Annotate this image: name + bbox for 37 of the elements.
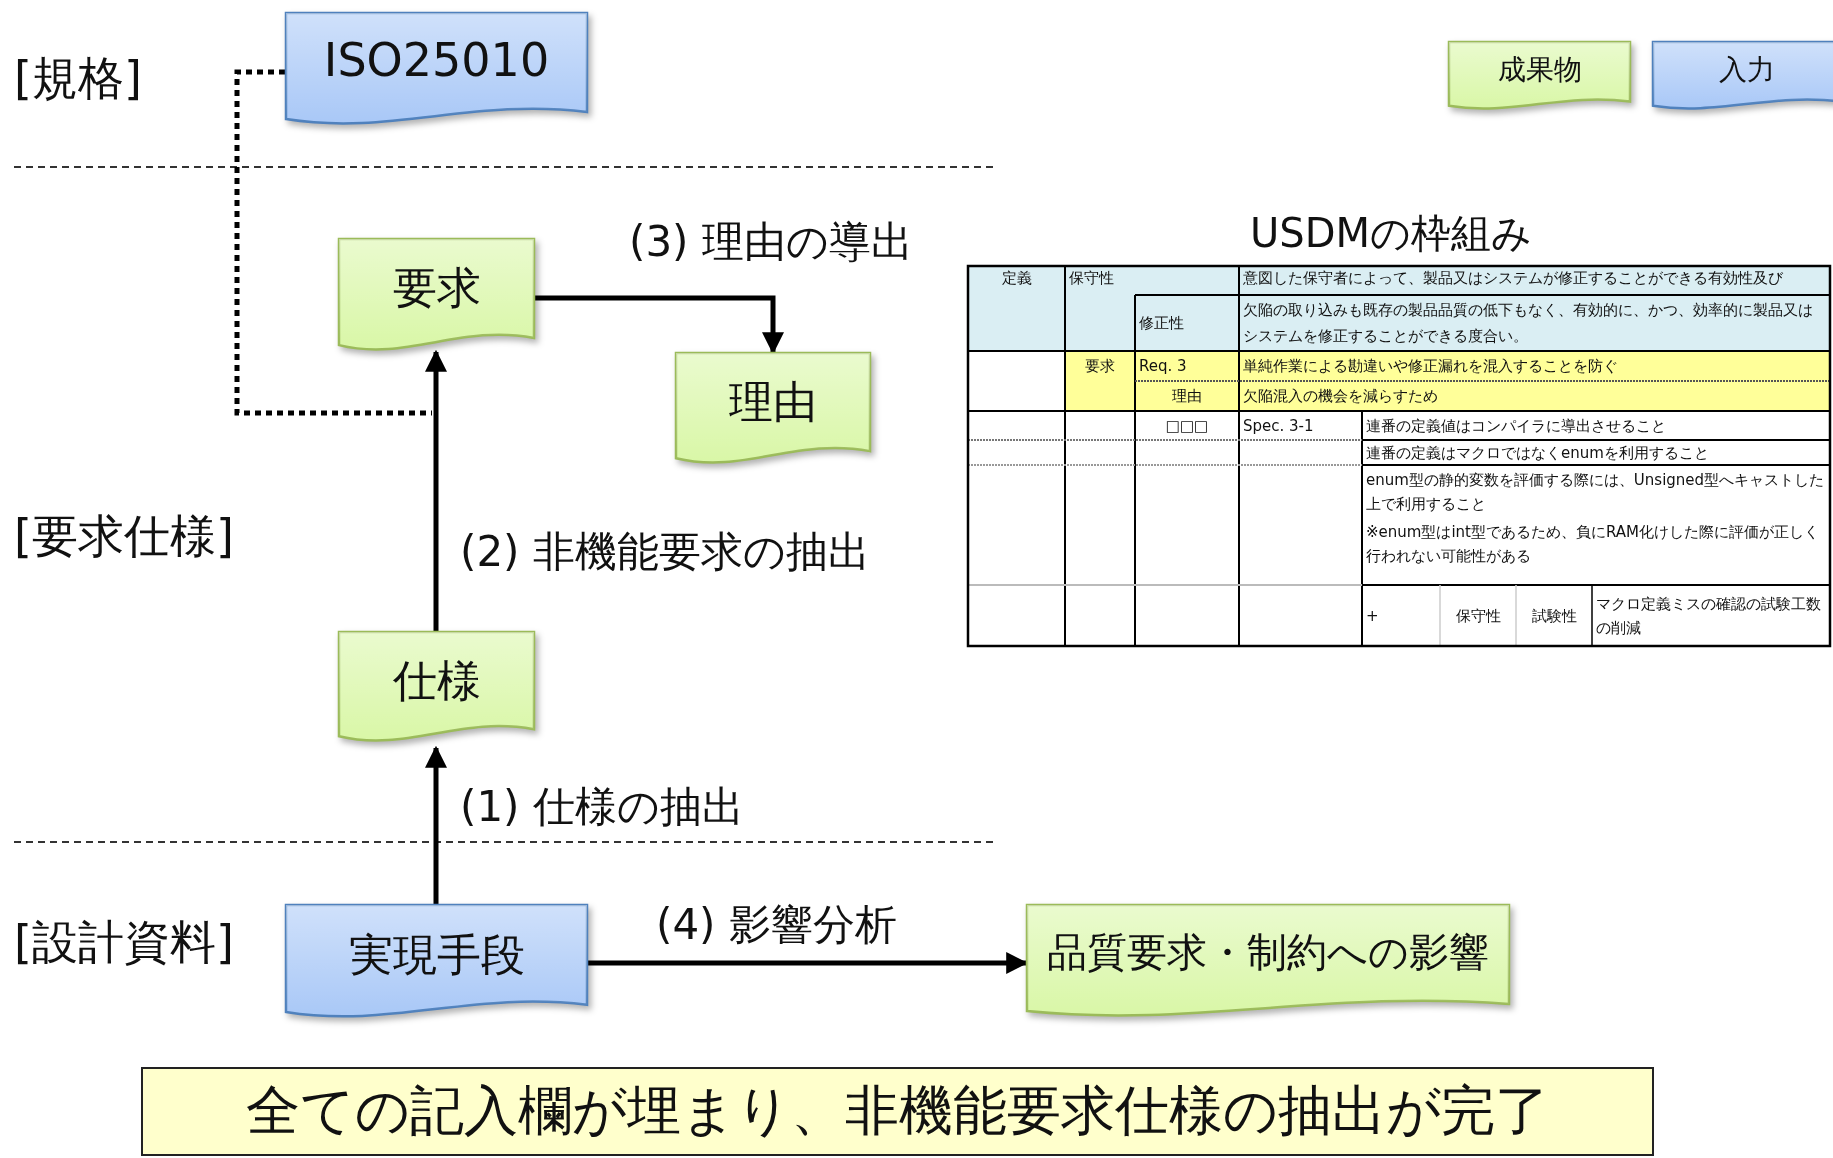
table-cell-text: マクロ定義ミスの確認の試験工数の削減 (1595, 593, 1822, 639)
table-cell-text: 試験性 (1530, 605, 1578, 627)
arrow (425, 745, 447, 904)
legend-text: 入力 (1719, 52, 1775, 88)
table-cell-text: 欠陥の取り込みも既存の製品品質の低下もなく、有効的に、かつ、効率的に製品又はシステムを修正することができる度合い。 (1242, 300, 1814, 347)
table-cell-text: 単純作業による勘違いや修正漏れを混入することを防ぐ (1242, 356, 1619, 377)
table-cell-text: 保守性 (1068, 268, 1115, 289)
table-cell-text: □□□ (1164, 415, 1210, 437)
table-title: USDMの枠組み (1249, 209, 1533, 258)
arrow (425, 349, 447, 631)
table-cell-text: Req. 3 (1138, 356, 1188, 377)
table-cell-text: 定義 (1000, 268, 1033, 289)
table-cell-text: 連番の定義値はコンパイラに導出させること (1365, 415, 1667, 437)
node-text: 品質要求・制約への影響 (1047, 928, 1489, 977)
node-text: 要求 (392, 261, 481, 315)
node-text: ISO25010 (323, 33, 550, 87)
section-label: [要求仕様] (14, 508, 234, 565)
table-cell-text: 要求 (1084, 356, 1116, 377)
table-cell-text: ※enum型はint型であるため、負にRAM化けした際に評価が正しく行われない可能性がある (1365, 522, 1820, 567)
section-label: [設計資料] (14, 914, 234, 971)
node-text: 理由 (729, 375, 817, 429)
table-cell-text: 理由 (1171, 386, 1203, 407)
table-cell-text: 欠陥混入の機会を減らすため (1242, 386, 1439, 407)
table-cell-text: 保守性 (1454, 605, 1502, 627)
table-cell-text: 連番の定義はマクロではなくenumを利用すること (1365, 442, 1710, 464)
table-cell-text: Spec. 3-1 (1242, 415, 1315, 437)
note-box (141, 1067, 1654, 1156)
dotted-connector (234, 69, 432, 416)
table-cell-text: 意図した保守者によって、製品又はシステムが修正することができる有効性及び (1242, 268, 1784, 289)
node-text: 実現手段 (348, 928, 525, 982)
table-cell-text: enum型の静的変数を評価する際には、Unsigned型へキャストした上で利用すること (1365, 470, 1826, 515)
node-text: 仕様 (392, 654, 481, 708)
table-cell-text: 修正性 (1138, 313, 1185, 334)
legend-text: 成果物 (1497, 52, 1582, 88)
section-label: [規格] (14, 50, 142, 107)
table-cell-text: + (1365, 605, 1380, 627)
node-text: 全ての記入欄が埋まり、非機能要求仕様の抽出が完了 (246, 1078, 1549, 1144)
